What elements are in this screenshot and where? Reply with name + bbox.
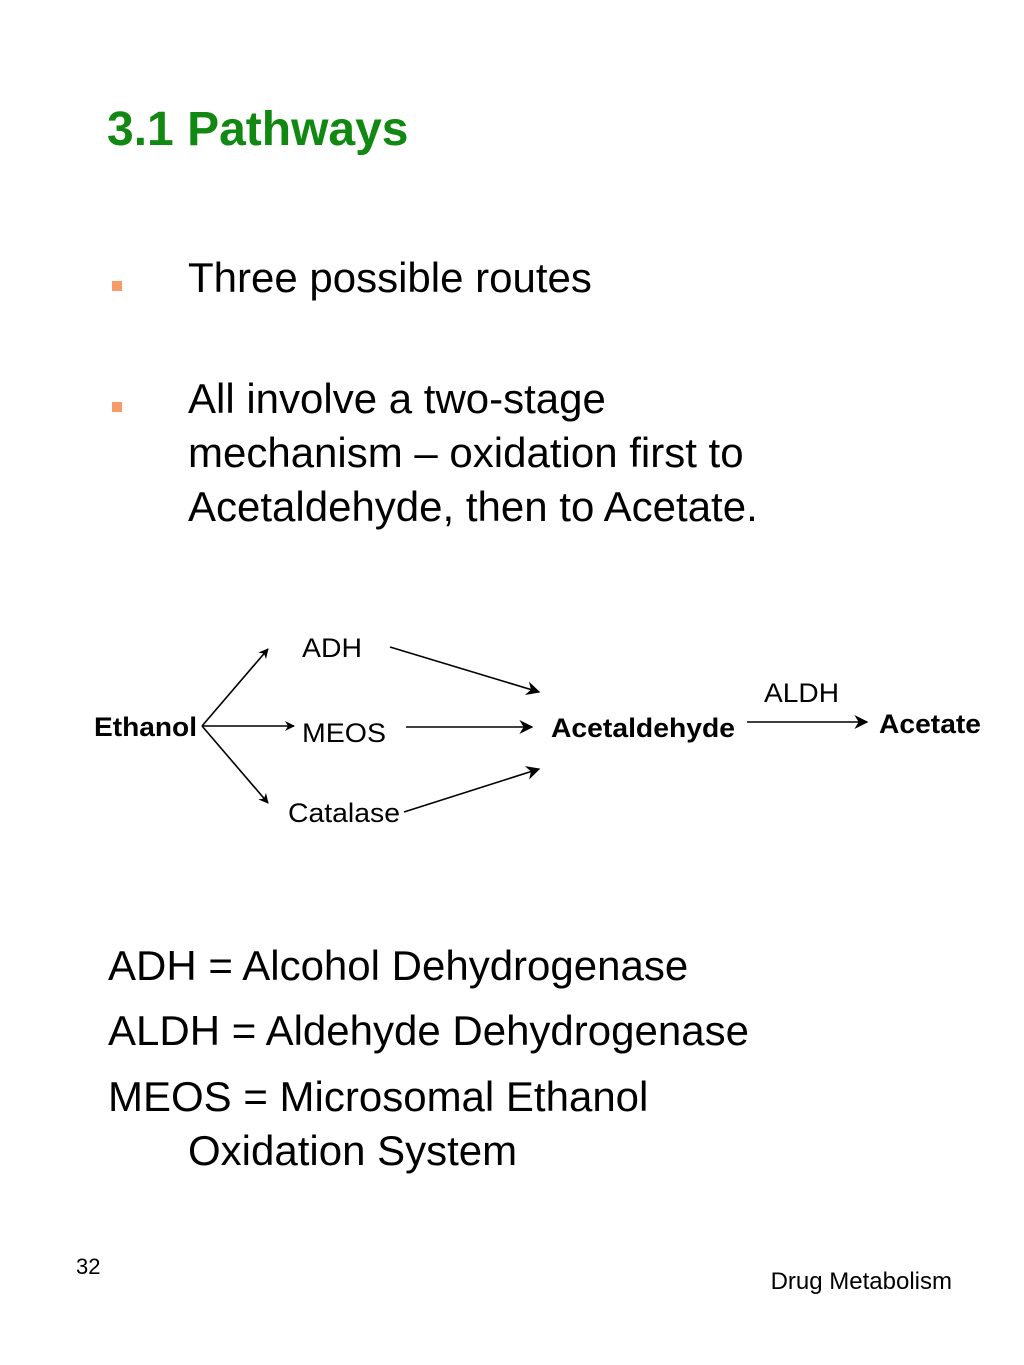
node-ethanol: Ethanol	[94, 712, 197, 742]
page-number: 32	[76, 1254, 101, 1279]
node-catalase: Catalase	[288, 798, 400, 828]
bullet-text-2-line-1: All involve a two-stage	[188, 375, 606, 422]
bullet-marker	[112, 281, 122, 291]
footer-label: Drug Metabolism	[770, 1268, 952, 1295]
node-acetaldehyde: Acetaldehyde	[551, 713, 735, 743]
definition-meos: MEOS = Microsomal Ethanol	[108, 1073, 649, 1120]
arrow-ethanol-to-adh	[201, 648, 269, 727]
definition-adh: ADH = Alcohol Dehydrogenase	[108, 942, 689, 989]
slide-title: 3.1 Pathways	[107, 103, 409, 156]
arrow-adh-to-acetaldehyde	[389, 646, 541, 696]
node-acetate: Acetate	[879, 709, 981, 739]
pathway-diagram: Ethanol ADH MEOS Catalase Acetaldehyde A…	[94, 633, 981, 828]
bullet-text-2-line-2: mechanism – oxidation first to	[188, 429, 744, 476]
node-adh: ADH	[302, 633, 362, 663]
arrow-catalase-to-acetaldehyde	[403, 766, 541, 813]
node-meos: MEOS	[302, 718, 386, 748]
bullet-marker	[112, 402, 122, 412]
bullet-text-2-line-3: Acetaldehyde, then to Acetate.	[188, 483, 758, 530]
node-aldh: ALDH	[764, 678, 839, 708]
definition-aldh: ALDH = Aldehyde Dehydrogenase	[108, 1007, 749, 1054]
bullet-text-1: Three possible routes	[188, 254, 592, 301]
definition-meos-continuation: Oxidation System	[188, 1127, 518, 1174]
arrow-ethanol-to-catalase	[201, 725, 269, 804]
